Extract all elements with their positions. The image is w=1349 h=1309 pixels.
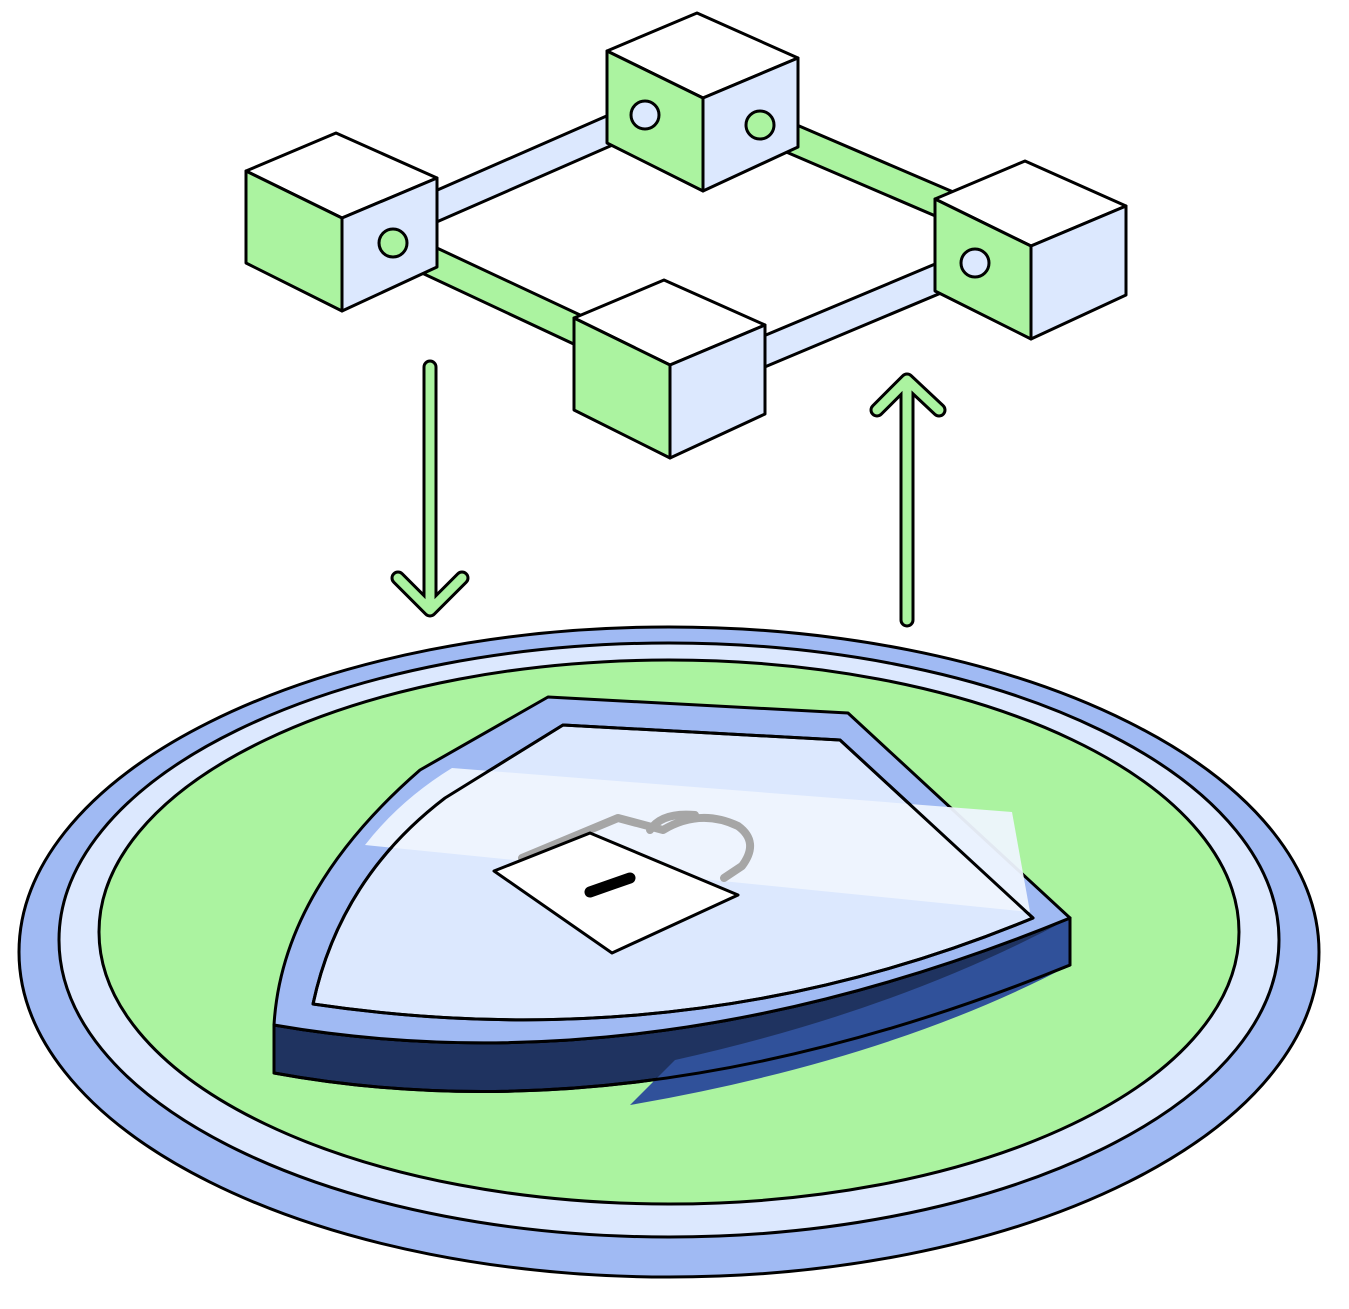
padlock-icon: [492, 810, 754, 955]
padlock-shackle: [518, 814, 754, 882]
rod-socket: [377, 227, 409, 259]
cube-right-face: [1029, 204, 1128, 341]
shield-side-highlight: [630, 918, 1070, 1105]
rod-socket: [959, 247, 991, 279]
block-node-top: [605, 11, 800, 193]
block-node-left: [244, 131, 439, 313]
block-nodes: [244, 11, 1128, 460]
block-node-right: [933, 159, 1128, 341]
shield-glare: [365, 768, 1030, 912]
link-left-top: [389, 99, 661, 236]
rod-socket: [744, 109, 776, 141]
block-node-bottom: [572, 278, 767, 460]
arrow-up-icon: [869, 372, 947, 628]
padlock-keyhole: [584, 872, 636, 898]
arrow-down-icon: [390, 359, 470, 618]
rod-socket: [629, 99, 661, 131]
cube-right-face: [668, 323, 767, 460]
padlock-body: [492, 831, 740, 955]
